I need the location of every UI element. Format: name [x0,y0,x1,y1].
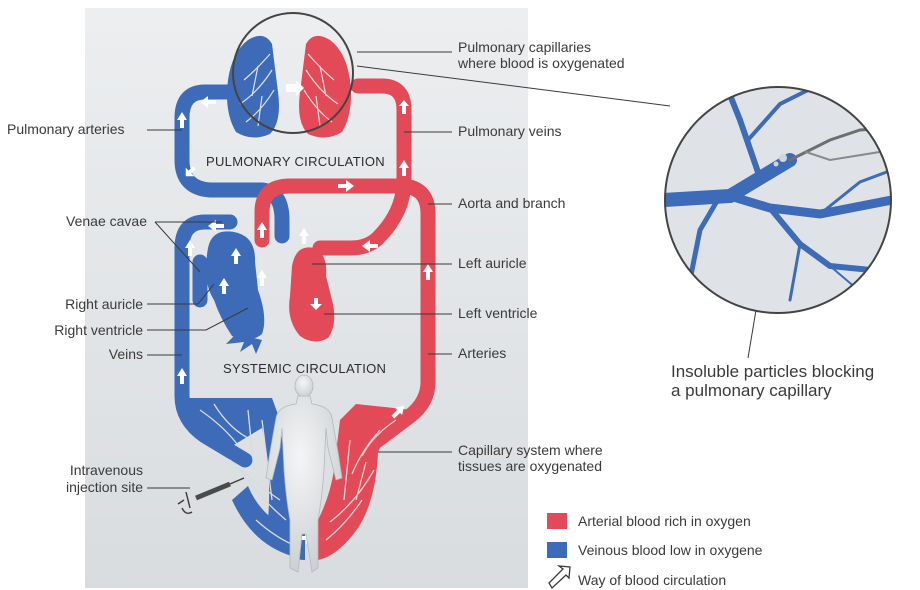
callout-line2: a pulmonary capillary [671,381,832,401]
label-injection-line2: injection site [66,479,143,496]
legend-direction-label: Way of blood circulation [578,572,726,588]
callout-line1: Insoluble particles blocking [671,362,874,382]
label-left-auricle: Left auricle [458,255,526,272]
label-capillary-system-line1: Capillary system where [458,442,603,459]
label-venae-cavae: Venae cavae [66,213,147,230]
legend-arterial-swatch [547,513,567,529]
legend-venous-swatch [547,542,567,558]
label-pulmonary-veins: Pulmonary veins [458,123,562,140]
label-capillary-system-line2: tissues are oxygenated [458,458,602,475]
capillary-zoom-inset [664,80,892,313]
pulmonary-circulation-title: PULMONARY CIRCULATION [206,154,385,169]
systemic-circulation-title: SYSTEMIC CIRCULATION [223,361,386,376]
legend-venous-label: Veinous blood low in oxygene [578,542,762,558]
label-right-auricle: Right auricle [65,296,143,313]
label-pulmonary-capillaries-line2: where blood is oxygenated [458,55,625,72]
legend-arterial-label: Arterial blood rich in oxygen [578,513,751,529]
label-injection-line1: Intravenous [70,462,143,479]
label-arteries: Arteries [458,345,506,362]
label-veins: Veins [109,346,143,363]
label-right-ventricle: Right ventricle [54,322,143,339]
label-aorta: Aorta and branch [458,195,565,212]
hollow-arrow-icon [549,566,570,588]
label-pulmonary-capillaries-line1: Pulmonary capillaries [458,39,591,56]
label-pulmonary-arteries: Pulmonary arteries [7,121,125,138]
label-left-ventricle: Left ventricle [458,305,537,322]
